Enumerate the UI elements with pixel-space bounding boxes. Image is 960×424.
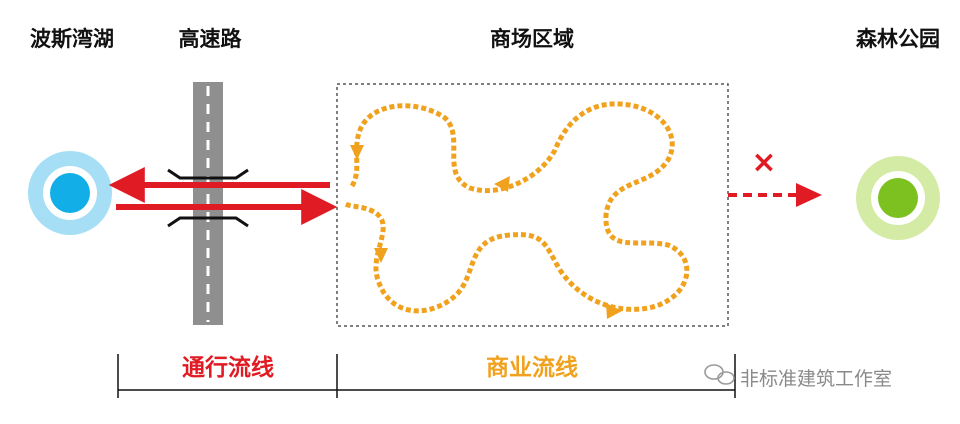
- watermark-text: 非标准建筑工作室: [740, 368, 892, 390]
- park-core: [878, 178, 918, 218]
- watermark: 非标准建筑工作室: [704, 364, 892, 390]
- commerce-zone-label: 商业流线: [486, 354, 578, 381]
- blocked-cross-mark: ×: [751, 145, 776, 180]
- park-node: [856, 156, 940, 240]
- zone-scale: [117, 354, 736, 398]
- mall-area-box: [336, 83, 729, 327]
- lake-node: [28, 151, 112, 235]
- park-heading: 森林公园: [856, 27, 940, 51]
- highway-road: [193, 82, 223, 325]
- blocked-path: ×: [728, 145, 822, 207]
- traffic-arrows: [108, 167, 338, 225]
- traffic-zone-label: 通行流线: [182, 354, 274, 381]
- bridge-upper: [167, 168, 249, 180]
- wechat-icon: [704, 364, 735, 385]
- orange-arrow-head-3: [374, 248, 388, 263]
- bridge-lower: [167, 216, 249, 228]
- commerce-direction-heads: [350, 145, 622, 319]
- orange-arrow-head-4: [606, 303, 622, 319]
- commerce-flow: [344, 101, 690, 314]
- orange-arrow-head-1: [350, 145, 364, 160]
- commerce-loop-path: [344, 101, 690, 314]
- bridge-marks: [167, 168, 249, 228]
- lake-heading: 波斯湾湖: [30, 27, 114, 51]
- orange-arrow-head-2: [494, 176, 510, 192]
- highway-heading: 高速路: [179, 27, 243, 51]
- lake-core: [50, 173, 90, 213]
- blocked-arrow-head: [796, 183, 822, 207]
- mall-heading: 商场区域: [490, 27, 574, 51]
